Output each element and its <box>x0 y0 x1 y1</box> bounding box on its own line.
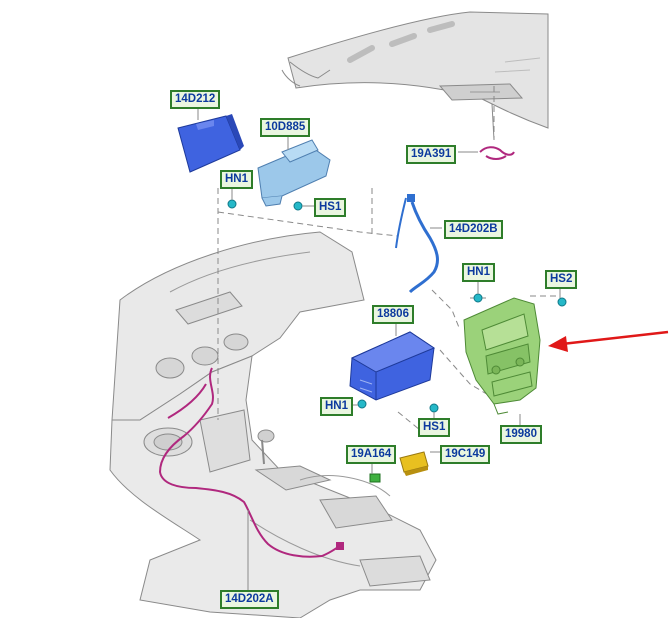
callout-14D212: 14D212 <box>170 90 221 109</box>
callout-19C149: 19C149 <box>440 445 491 464</box>
module-18806-shape <box>349 331 436 401</box>
part-19A391-shape <box>479 103 515 160</box>
callout-hn1-bottom: HN1 <box>320 397 354 416</box>
callout-hn1-right: HN1 <box>462 263 496 282</box>
bezel-19980-shape <box>463 297 541 415</box>
instrument-panel <box>109 231 437 619</box>
callout-hn1-top: HN1 <box>220 170 254 189</box>
callout-19980: 19980 <box>500 425 542 444</box>
harness-14D202B-shape <box>395 194 439 294</box>
part-19C149-shape <box>399 451 429 476</box>
callout-10D885: 10D885 <box>260 118 311 137</box>
harness-14D202A-shape <box>158 367 344 558</box>
callout-19A164: 19A164 <box>346 445 397 464</box>
callout-hs1-top: HS1 <box>314 198 347 217</box>
callout-19A391: 19A391 <box>406 145 457 164</box>
callout-18806: 18806 <box>372 305 414 324</box>
callout-hs1-bottom: HS1 <box>418 418 451 437</box>
headliner-roof <box>281 11 549 129</box>
callout-14D202B: 14D202B <box>444 220 503 239</box>
callout-14D202A: 14D202A <box>220 590 279 609</box>
indicator-arrow <box>548 330 669 352</box>
part-19A164-shape <box>369 473 381 483</box>
module-14D212-shape <box>177 114 244 173</box>
module-10D885-shape <box>257 139 331 207</box>
fasteners <box>227 199 567 413</box>
callout-hs2: HS2 <box>545 270 578 289</box>
